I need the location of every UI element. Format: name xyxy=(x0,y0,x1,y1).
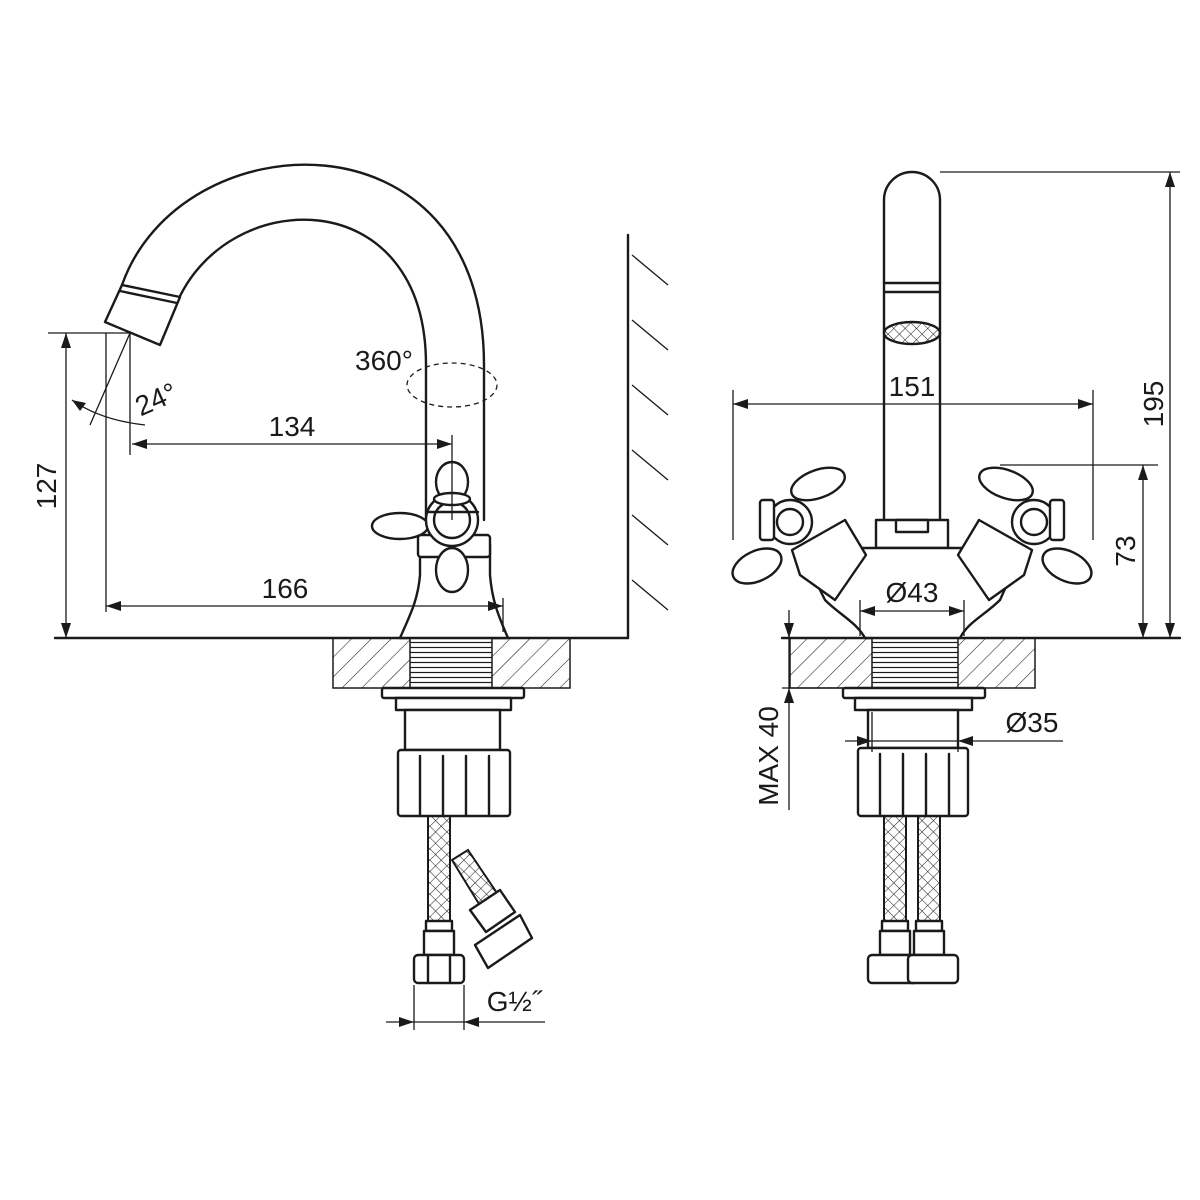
countertop-section-side xyxy=(332,637,571,689)
dim-195-label: 195 xyxy=(1138,381,1169,428)
body-front xyxy=(803,546,1020,640)
left-handle-front xyxy=(731,466,868,602)
dim-d35: Ø35 xyxy=(845,707,1063,752)
dim-195: 195 xyxy=(940,171,1180,638)
spout-side xyxy=(103,163,486,522)
swivel-ellipse xyxy=(406,362,498,408)
dim-thread-label: G½˝ xyxy=(487,986,543,1017)
body-side xyxy=(370,460,510,640)
dim-151: 151 xyxy=(732,371,1094,540)
dim-134-label: 134 xyxy=(269,411,316,442)
dim-127-label: 127 xyxy=(31,463,62,510)
swivel-label: 360° xyxy=(355,345,413,376)
dim-73-label: 73 xyxy=(1110,535,1141,566)
front-view: 151 195 73 Ø43 xyxy=(731,170,1182,985)
dim-73: 73 xyxy=(1000,464,1158,638)
dim-166-label: 166 xyxy=(262,573,309,604)
mounting-front xyxy=(841,686,987,985)
countertop-section-front xyxy=(789,637,1036,689)
dim-166: 166 xyxy=(105,333,504,632)
dim-d35-label: Ø35 xyxy=(1006,707,1059,738)
dim-24deg: 24° xyxy=(71,332,182,455)
dim-151-label: 151 xyxy=(889,371,936,402)
wall xyxy=(626,233,669,640)
dim-max40-label: MAX 40 xyxy=(753,706,784,806)
spout-front xyxy=(874,170,950,550)
dim-thread: G½˝ xyxy=(386,985,545,1030)
side-view: 127 24° 134 360° 166 xyxy=(31,163,669,1030)
dim-d43: Ø43 xyxy=(859,577,965,636)
right-handle-front xyxy=(956,466,1093,602)
dim-127: 127 xyxy=(31,332,130,638)
dim-max40: MAX 40 xyxy=(753,610,848,810)
dim-24deg-label: 24° xyxy=(130,377,181,423)
dim-d43-label: Ø43 xyxy=(886,577,939,608)
dim-134: 134 xyxy=(132,411,453,520)
mounting-side xyxy=(380,686,534,985)
